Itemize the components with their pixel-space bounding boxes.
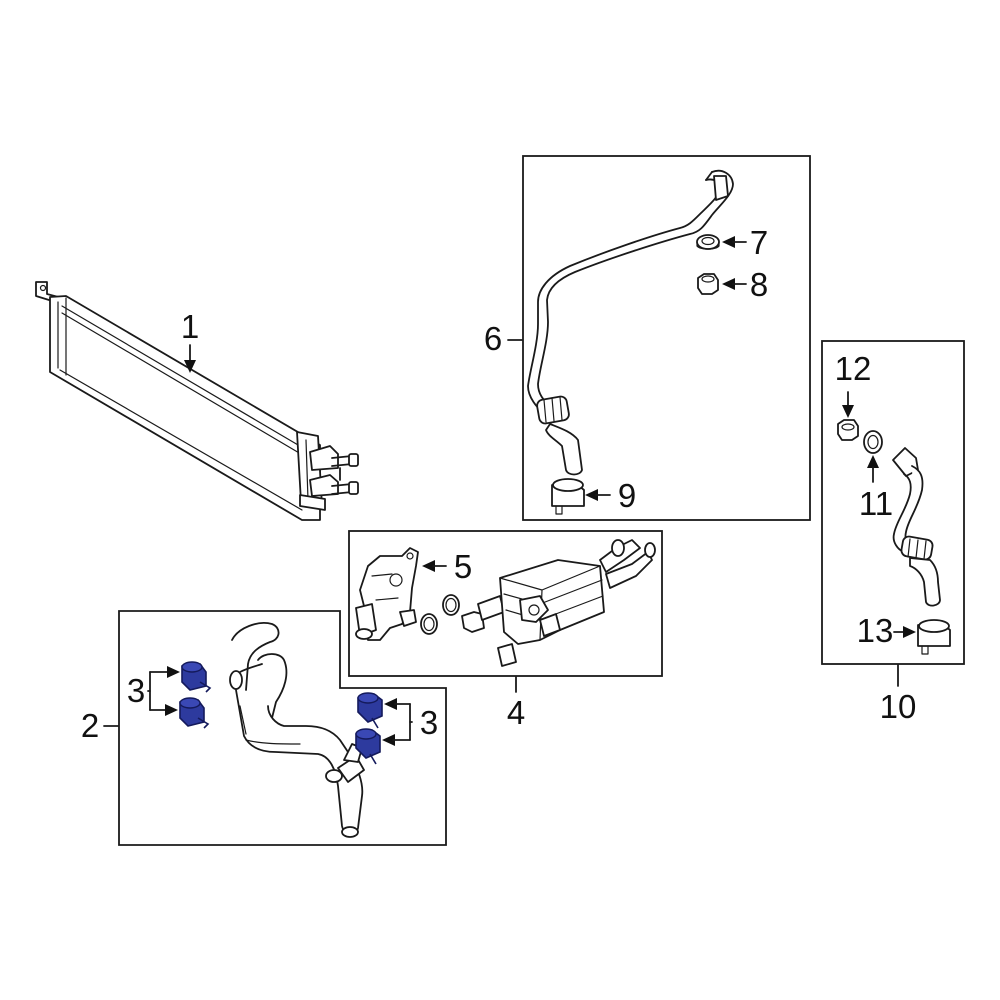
callout-12[interactable]: 12 [835, 350, 872, 418]
callout-9[interactable]: 9 [585, 477, 636, 514]
clamp-3-upper-left[interactable] [181, 661, 212, 693]
oil-cooler[interactable] [35, 281, 359, 521]
callout-3-left-arrow-b [165, 704, 178, 716]
callout-3-right-label: 3 [420, 704, 438, 741]
callout-6[interactable]: 6 [484, 320, 523, 357]
callout-10[interactable]: 10 [880, 664, 917, 725]
callout-11[interactable]: 11 [859, 455, 893, 522]
callout-9-arrow [585, 489, 598, 501]
nut-8[interactable] [697, 273, 719, 295]
coolant-tube[interactable] [229, 622, 365, 838]
thermostat-housing-5[interactable] [355, 547, 419, 641]
box-4 [348, 530, 663, 677]
callout-7[interactable]: 7 [722, 224, 768, 261]
callout-3-left-label: 3 [127, 672, 145, 709]
callout-8-label: 8 [750, 266, 768, 303]
callout-3-left[interactable]: 3 [127, 666, 180, 716]
callout-11-arrow [867, 455, 879, 468]
callout-1-label: 1 [181, 308, 199, 345]
callout-4-label: 4 [507, 694, 525, 731]
clamp-3-lower-right[interactable] [355, 728, 381, 765]
cooler-tube-lower[interactable] [892, 447, 941, 607]
callout-12-label: 12 [835, 350, 872, 387]
callout-3-right[interactable]: 3 [382, 698, 438, 746]
box-2 [118, 610, 447, 846]
callout-11-label: 11 [859, 485, 893, 522]
callout-7-arrow [722, 236, 735, 248]
callout-5-arrow [422, 560, 435, 572]
cooler-tube-upper[interactable] [527, 169, 734, 515]
clamp-13[interactable] [917, 619, 951, 655]
callout-7-label: 7 [750, 224, 768, 261]
callout-4[interactable]: 4 [507, 676, 525, 731]
callout-1[interactable]: 1 [181, 308, 199, 373]
callout-8[interactable]: 8 [722, 266, 768, 303]
gasket-7[interactable] [696, 234, 720, 250]
gasket-11[interactable] [863, 430, 883, 454]
callout-3-right-arrow-a [384, 698, 397, 710]
callout-13[interactable]: 13 [857, 612, 916, 649]
clamp-3-lower-left[interactable] [179, 697, 210, 729]
box-10 [821, 340, 965, 665]
callout-6-label: 6 [484, 320, 502, 357]
callout-10-label: 10 [880, 688, 917, 725]
callout-13-arrow [903, 626, 916, 638]
callout-13-label: 13 [857, 612, 894, 649]
callout-5[interactable]: 5 [422, 548, 472, 585]
nut-12[interactable] [837, 419, 859, 441]
callout-9-label: 9 [618, 477, 636, 514]
clamp-3-upper-right[interactable] [357, 692, 383, 729]
callout-1-arrow [184, 360, 196, 373]
callout-5-label: 5 [454, 548, 472, 585]
callout-2-label: 2 [81, 707, 99, 744]
oil-cooler-unit[interactable] [461, 539, 656, 667]
callout-2[interactable]: 2 [81, 707, 119, 744]
callout-12-arrow [842, 405, 854, 418]
callout-3-left-arrow-a [167, 666, 180, 678]
callout-8-arrow [722, 278, 735, 290]
box-6 [522, 155, 811, 521]
callout-3-right-arrow-b [382, 734, 395, 746]
o-rings[interactable] [420, 594, 460, 635]
